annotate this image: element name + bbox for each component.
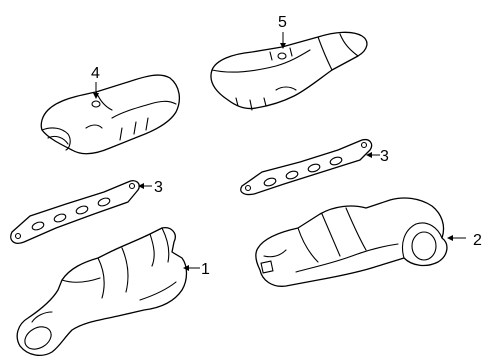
manifold-gasket-right — [240, 138, 373, 196]
exhaust-manifold-left — [16, 227, 188, 357]
manifold-gasket-left — [10, 180, 140, 244]
exhaust-manifold-right — [255, 197, 448, 287]
callout-2: 2 — [473, 232, 482, 249]
callout-3-right-arrow — [366, 152, 372, 158]
heat-shield-right — [210, 31, 368, 111]
callout-3-left-arrow — [138, 183, 144, 189]
callout-3-left: 3 — [154, 179, 163, 196]
callout-4: 4 — [91, 65, 100, 82]
callout-1: 1 — [201, 261, 210, 278]
callout-5-arrow — [280, 43, 286, 49]
callout-5: 5 — [278, 14, 287, 31]
callout-4-arrow — [93, 93, 99, 99]
callout-1-arrow — [183, 265, 189, 271]
callout-3-right: 3 — [380, 148, 389, 165]
heat-shield-left — [40, 74, 181, 155]
callout-labels: 1 2 3 3 4 5 — [91, 14, 482, 278]
leader-lines — [93, 32, 466, 271]
callout-2-arrow — [447, 235, 453, 241]
